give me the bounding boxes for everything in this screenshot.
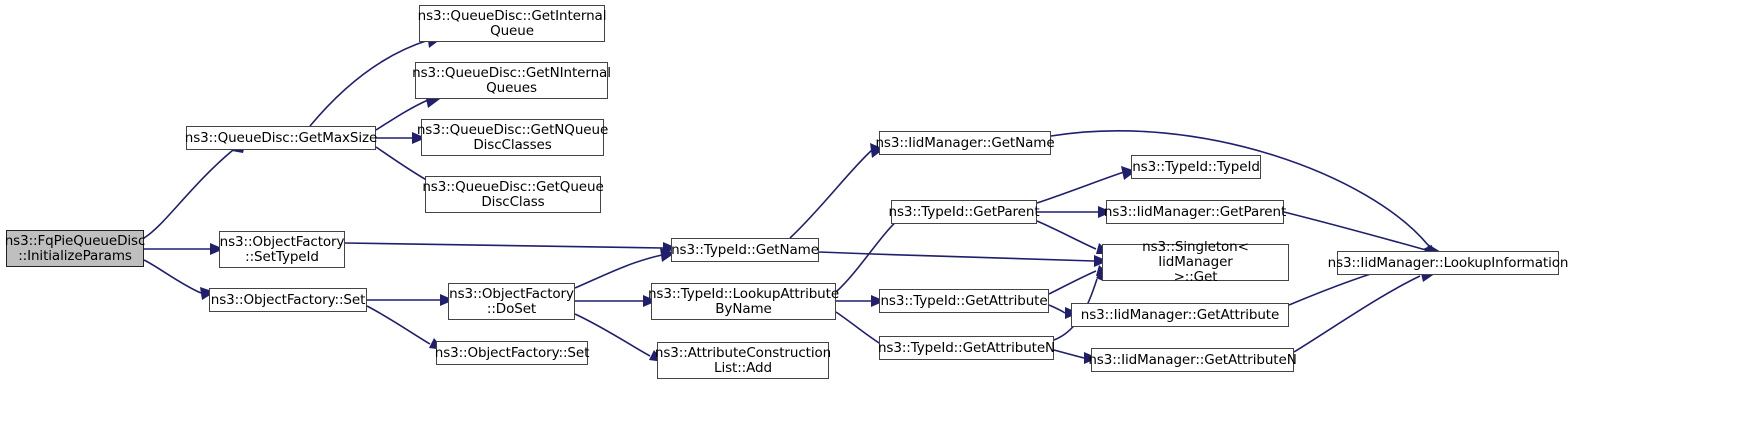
graph-node-getNInternalQ[interactable]: ns3::QueueDisc::GetNInternal Queues [412, 62, 611, 99]
graph-node-tidGetAttribute[interactable]: ns3::TypeId::GetAttribute [879, 289, 1049, 313]
graph-node-iidGetAttributeN[interactable]: ns3::IidManager::GetAttributeN [1088, 348, 1297, 372]
graph-node-ofSet2[interactable]: ns3::ObjectFactory::Set [434, 341, 590, 365]
graph-node-label: ns3::TypeId::GetAttributeN [877, 339, 1056, 356]
graph-node-iidGetAttribute[interactable]: ns3::IidManager::GetAttribute [1071, 303, 1289, 327]
edge-iidGetAttributeN-to-lookupInfo [1293, 275, 1421, 353]
graph-node-label: ns3::TypeId::GetParent [888, 203, 1040, 220]
graph-node-label: ns3::QueueDisc::GetNInternal Queues [412, 64, 611, 96]
edge-tidGetParent-to-singletonGet [1036, 220, 1097, 250]
graph-node-tidGetParent[interactable]: ns3::TypeId::GetParent [888, 200, 1040, 224]
graph-node-label: ns3::QueueDisc::GetMaxSize [184, 129, 378, 146]
graph-node-getNQueueDiscCl[interactable]: ns3::QueueDisc::GetNQueue DiscClasses [417, 119, 608, 156]
graph-node-label: ns3::FqPieQueueDisc ::InitializeParams [4, 232, 146, 264]
graph-node-label: ns3::TypeId::TypeId [1132, 158, 1260, 175]
edge-getmaxsize-to-getInternalQ [309, 39, 430, 127]
graph-node-setTypeId[interactable]: ns3::ObjectFactory ::SetTypeId [219, 231, 345, 268]
graph-node-doSet[interactable]: ns3::ObjectFactory ::DoSet [448, 283, 575, 320]
graph-node-label: ns3::ObjectFactory::Set [210, 291, 366, 308]
graph-node-label: ns3::QueueDisc::GetNQueue DiscClasses [416, 121, 609, 153]
edge-doSet-to-tidGetName [574, 254, 663, 289]
graph-node-label: ns3::IidManager::GetParent [1103, 203, 1287, 220]
edge-tidGetParent-to-tidTypeId [1036, 171, 1125, 204]
graph-node-label: ns3::TypeId::GetAttribute [880, 292, 1048, 309]
graph-node-label: ns3::Singleton< IidManager >::Get [1142, 239, 1249, 285]
edge-tidGetAttributeN-to-iidGetAttributeN [1053, 349, 1085, 359]
graph-node-getmaxsize[interactable]: ns3::QueueDisc::GetMaxSize [184, 126, 378, 150]
graph-node-tidTypeId[interactable]: ns3::TypeId::TypeId [1131, 155, 1261, 179]
edge-lookupAttrByName-to-tidGetAttributeN [835, 311, 885, 347]
edge-root-to-getmaxsize [143, 149, 234, 239]
graph-node-singletonGet[interactable]: ns3::Singleton< IidManager >::Get [1102, 240, 1289, 285]
graph-node-ofSet[interactable]: ns3::ObjectFactory::Set [209, 288, 367, 312]
graph-node-label: ns3::QueueDisc::GetInternal Queue [417, 7, 607, 39]
graph-node-tidGetAttributeN[interactable]: ns3::TypeId::GetAttributeN [877, 336, 1056, 360]
edge-lookupAttrByName-to-tidGetParent [835, 215, 903, 293]
graph-node-root[interactable]: ns3::FqPieQueueDisc ::InitializeParams [4, 230, 146, 267]
graph-node-iidGetName[interactable]: ns3::IidManager::GetName [875, 131, 1055, 155]
graph-node-label: ns3::AttributeConstruction List::Add [654, 344, 832, 376]
edge-tidGetName-to-iidGetName [789, 149, 873, 239]
graph-node-label: ns3::ObjectFactory::Set [434, 344, 590, 361]
graph-node-attrConstrAdd[interactable]: ns3::AttributeConstruction List::Add [654, 342, 832, 379]
edge-ofSet-to-ofSet2 [366, 305, 431, 345]
edge-root-to-ofSet [143, 259, 202, 294]
edge-tidGetName-to-singletonGet [818, 251, 1095, 262]
graph-node-tidGetName[interactable]: ns3::TypeId::GetName [671, 238, 819, 262]
edge-iidGetParent-to-lookupInfo [1283, 211, 1427, 251]
graph-node-lookupAttrByName[interactable]: ns3::TypeId::LookupAttribute ByName [647, 283, 840, 320]
graph-node-label: ns3::IidManager::GetAttribute [1080, 306, 1280, 323]
edge-setTypeId-to-tidGetName [344, 242, 664, 249]
graph-node-getInternalQ[interactable]: ns3::QueueDisc::GetInternal Queue [417, 5, 607, 42]
graph-node-lookupInfo[interactable]: ns3::IidManager::LookupInformation [1328, 251, 1568, 275]
graph-node-getQueueDiscCl[interactable]: ns3::QueueDisc::GetQueue DiscClass [422, 176, 604, 213]
graph-node-label: ns3::ObjectFactory ::SetTypeId [219, 233, 345, 265]
edge-tidGetAttribute-to-iidGetAttribute [1048, 304, 1066, 314]
graph-node-label: ns3::IidManager::LookupInformation [1327, 254, 1569, 271]
graph-node-iidGetParent[interactable]: ns3::IidManager::GetParent [1103, 200, 1287, 224]
graph-node-label: ns3::IidManager::GetAttributeN [1088, 351, 1297, 368]
graph-node-label: ns3::IidManager::GetName [875, 134, 1055, 151]
graph-node-label: ns3::TypeId::GetName [671, 241, 819, 258]
graph-node-label: ns3::ObjectFactory ::DoSet [449, 285, 574, 317]
edge-tidGetAttribute-to-singletonGet [1048, 270, 1097, 295]
graph-node-label: ns3::TypeId::LookupAttribute ByName [647, 285, 840, 317]
graph-node-label: ns3::QueueDisc::GetQueue DiscClass [422, 178, 604, 210]
edge-iidGetName-to-lookupInfo [1050, 130, 1429, 246]
